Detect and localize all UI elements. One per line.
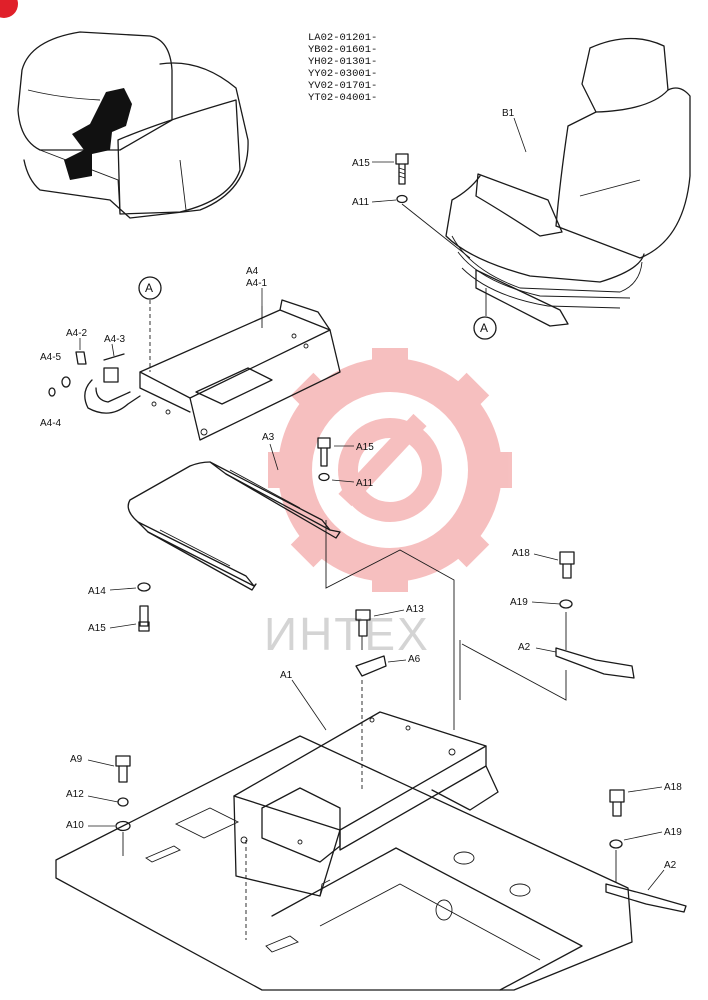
bolt-a15-low <box>138 605 150 632</box>
serial-code: LA02-01201- <box>308 32 377 44</box>
washer-a14 <box>137 582 151 592</box>
bracket-a2-upper <box>555 647 635 679</box>
callout-a-right-letter: A <box>480 321 488 335</box>
label-a4-3: A4-3 <box>104 334 126 345</box>
operator-seat <box>445 37 691 327</box>
label-a4-5: A4-5 <box>40 352 62 363</box>
bolt-a18-lower <box>609 789 625 817</box>
label-a4-2: A4-2 <box>66 328 88 339</box>
label-a11-mid: A11 <box>356 478 373 489</box>
label-a12: A12 <box>66 789 84 800</box>
callout-a-right <box>473 316 497 340</box>
label-b1: B1 <box>502 108 515 119</box>
serial-code: YB02-01601- <box>308 44 377 56</box>
label-a14: A14 <box>88 586 106 597</box>
seat-lever-assembly <box>84 367 141 414</box>
bolt-a18-upper <box>559 551 575 579</box>
bolt-a15-mid <box>317 437 331 467</box>
bracket-a2-lower <box>605 883 687 913</box>
label-a11-top: A11 <box>352 197 369 208</box>
nut-a4-4 <box>48 387 56 397</box>
washer-a11-top <box>396 194 408 204</box>
cab-floor-plate <box>55 735 633 991</box>
label-a2-low: A2 <box>664 860 677 871</box>
label-a2-up: A2 <box>518 642 531 653</box>
washer-a19-upper <box>559 599 573 609</box>
label-a13: A13 <box>406 604 424 615</box>
corner-marker <box>0 0 18 18</box>
cab-locator-thumbnail <box>17 31 249 219</box>
label-a15-top: A15 <box>352 158 370 169</box>
label-a4: A4 <box>246 266 259 277</box>
label-a9: A9 <box>70 754 83 765</box>
label-a10: A10 <box>66 820 84 831</box>
serial-code: YT02-04001- <box>308 92 377 104</box>
pin-a4-2 <box>75 351 87 365</box>
seat-bracket-a4 <box>139 299 341 441</box>
serial-code-list: LA02-01201- YB02-01601- YH02-01301- YY02… <box>308 32 377 104</box>
label-a4-1: A4-1 <box>246 278 268 289</box>
label-a15-low: A15 <box>88 623 106 634</box>
seat-highlight <box>64 88 132 180</box>
callout-a-left-letter: A <box>145 281 153 295</box>
label-a18-low: A18 <box>664 782 682 793</box>
washer-a4-5 <box>61 376 71 388</box>
bolt-a9 <box>115 755 131 783</box>
label-a18-up: A18 <box>512 548 530 559</box>
label-a19-up: A19 <box>510 597 528 608</box>
bolt-a4-3 <box>103 353 125 361</box>
bolt-a15-top <box>395 153 409 185</box>
watermark-gear-logo <box>268 348 512 592</box>
watermark-text: ИНТЕХ <box>264 608 430 660</box>
callout-a-left <box>138 276 162 300</box>
washer-a19-lower <box>609 839 623 849</box>
bolt-a13 <box>355 609 371 637</box>
label-a15-mid: A15 <box>356 442 374 453</box>
serial-code: YV02-01701- <box>308 80 377 92</box>
label-a6: A6 <box>408 654 421 665</box>
label-a1: A1 <box>280 670 293 681</box>
label-a19-low: A19 <box>664 827 682 838</box>
serial-code: YY02-03001- <box>308 68 377 80</box>
label-a3: A3 <box>262 432 275 443</box>
plate-a6 <box>355 655 387 677</box>
washer-a12 <box>117 797 129 807</box>
washer-a11-mid <box>318 472 330 482</box>
washer-a10 <box>115 820 131 832</box>
seat-base-frame-a1 <box>233 711 499 897</box>
label-a4-4: A4-4 <box>40 418 62 429</box>
serial-code: YH02-01301- <box>308 56 377 68</box>
slide-rail-a3 <box>127 461 341 591</box>
